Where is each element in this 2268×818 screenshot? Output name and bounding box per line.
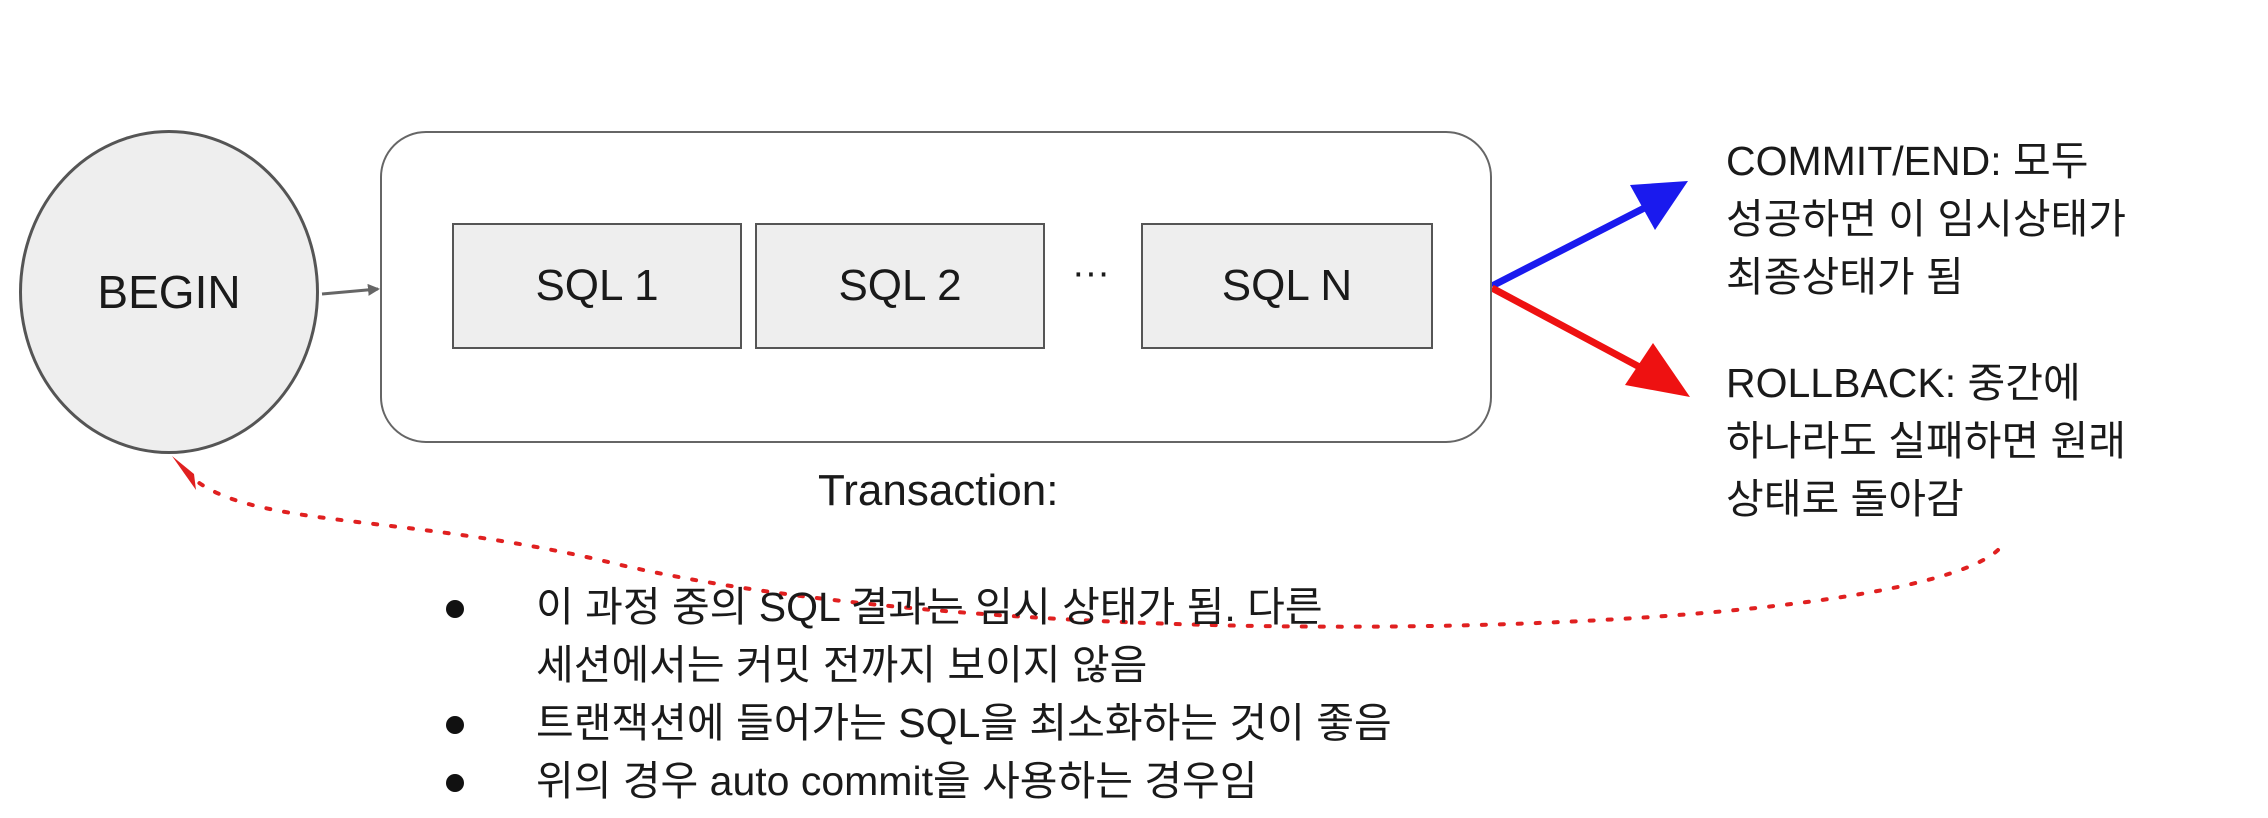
rollback-description: ROLLBACK: 중간에 하나라도 실패하면 원래 상태로 돌아감 bbox=[1726, 354, 2246, 528]
begin-to-transaction-arrow bbox=[321, 283, 380, 296]
rollback-arrow-head bbox=[1625, 343, 1690, 397]
sql-1-box: SQL 1 bbox=[452, 223, 742, 349]
bullet-icon bbox=[446, 600, 464, 618]
begin-node: BEGIN bbox=[19, 130, 319, 454]
note-line: 위의 경우 auto commit을 사용하는 경우임 bbox=[536, 758, 1258, 804]
rollback-loop-dotted-arrow bbox=[178, 463, 2000, 629]
sql-n-box: SQL N bbox=[1141, 223, 1433, 349]
commit-arrow-shaft bbox=[1490, 196, 1662, 290]
commit-description: COMMIT/END: 모두 성공하면 이 임시상태가 최종상태가 됨 bbox=[1726, 132, 2246, 306]
rollback-line: 상태로 돌아감 bbox=[1726, 476, 1964, 522]
bullet-icon bbox=[446, 774, 464, 792]
bullet-icon bbox=[446, 716, 464, 734]
rollback-line: 하나라도 실패하면 원래 bbox=[1726, 418, 2126, 464]
sql-ellipsis: ··· bbox=[1072, 252, 1110, 294]
rollback-line: ROLLBACK: 중간에 bbox=[1726, 360, 2081, 406]
commit-line: 성공하면 이 임시상태가 bbox=[1726, 196, 2126, 242]
list-item: 이 과정 중의 SQL 결과는 임시 상태가 됨. 다른 세션에서는 커밋 전까… bbox=[440, 578, 1540, 694]
begin-label: BEGIN bbox=[97, 266, 241, 318]
notes-list: 이 과정 중의 SQL 결과는 임시 상태가 됨. 다른 세션에서는 커밋 전까… bbox=[440, 578, 1540, 810]
note-line: 이 과정 중의 SQL 결과는 임시 상태가 됨. 다른 bbox=[536, 584, 1323, 630]
note-line: 세션에서는 커밋 전까지 보이지 않음 bbox=[536, 642, 1148, 688]
list-item: 트랜잭션에 들어가는 SQL을 최소화하는 것이 좋음 bbox=[440, 694, 1540, 752]
transaction-label: Transaction: bbox=[818, 466, 1059, 515]
list-item: 위의 경우 auto commit을 사용하는 경우임 bbox=[440, 752, 1540, 810]
sql-2-box: SQL 2 bbox=[755, 223, 1045, 349]
commit-arrow-head bbox=[1630, 181, 1688, 230]
commit-line: 최종상태가 됨 bbox=[1726, 254, 1964, 300]
note-line: 트랜잭션에 들어가는 SQL을 최소화하는 것이 좋음 bbox=[536, 700, 1392, 746]
rollback-loop-arrow-head bbox=[172, 456, 196, 490]
rollback-arrow-shaft bbox=[1490, 284, 1662, 382]
commit-line: COMMIT/END: 모두 bbox=[1726, 138, 2089, 184]
